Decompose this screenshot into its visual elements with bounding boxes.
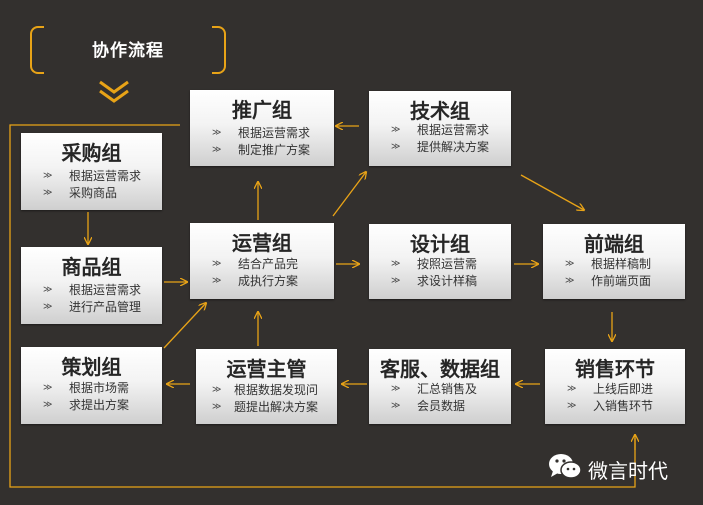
ops-manager-line-2: 题提出解决方案 — [234, 400, 319, 414]
header-bracket-left — [30, 26, 44, 74]
purchase-group-line-2: 采购商品 — [69, 186, 118, 200]
loop-connector — [9, 124, 636, 488]
design-group-title: 设计组 — [410, 232, 470, 256]
design-group-line-2: 求设计样稿 — [417, 274, 478, 288]
promotion-group-title: 推广组 — [232, 98, 292, 122]
bullet-marker: ≫ — [391, 259, 400, 269]
goods-group-title: 商品组 — [61, 255, 122, 279]
goods-group-line-1: 根据运营需求 — [69, 283, 142, 297]
service-data-group-line-1: 汇总销售及 — [417, 382, 478, 396]
tech-group-line-1: 根据运营需求 — [417, 123, 490, 137]
purchase-group-title: 采购组 — [61, 141, 122, 165]
design-group-line-1: 按照运营需 — [417, 257, 478, 271]
planning-group-title: 策划组 — [61, 355, 122, 379]
service-data-group-title: 客服、数据组 — [380, 357, 500, 381]
bullet-marker: ≫ — [391, 384, 400, 394]
bullet-marker: ≫ — [212, 276, 221, 286]
header-bracket-right — [212, 26, 226, 74]
bullet-marker: ≫ — [212, 259, 221, 269]
double-chevron-down-icon — [99, 80, 129, 103]
frontend-group-line-2: 作前端页面 — [591, 274, 652, 288]
ops-manager-box: 运营主管 ≫ ≫ 根据数据发现问 题提出解决方案 — [196, 349, 337, 424]
sales-stage-box: 销售环节 ≫ ≫ 上线后即进 入销售环节 — [545, 349, 685, 424]
operations-group-line-1: 结合产品完 — [238, 257, 299, 271]
planning-group-line-1: 根据市场需 — [69, 381, 130, 395]
wechat-icon — [549, 454, 582, 479]
bullet-marker: ≫ — [43, 400, 52, 410]
watermark-text: 微言时代 — [588, 459, 668, 483]
goods-group-line-2: 进行产品管理 — [69, 300, 142, 314]
bullet-marker: ≫ — [212, 385, 221, 395]
bullet-marker: ≫ — [565, 276, 574, 286]
sales-stage-line-2: 入销售环节 — [593, 399, 654, 413]
header-title: 协作流程 — [92, 41, 164, 61]
operations-group-line-2: 成执行方案 — [238, 274, 299, 288]
operations-group-box: 运营组 ≫ ≫ 结合产品完 成执行方案 — [190, 223, 334, 299]
ops-manager-title: 运营主管 — [226, 357, 307, 381]
flow-header: 协作流程 — [30, 26, 226, 74]
bullet-marker: ≫ — [212, 402, 221, 412]
planning-group-line-2: 求提出方案 — [69, 398, 130, 412]
tech-group-box: 技术组 ≫ ≫ 根据运营需求 提供解决方案 — [369, 91, 511, 166]
sales-stage-title: 销售环节 — [575, 357, 655, 381]
bullet-marker: ≫ — [43, 171, 52, 181]
bullet-marker: ≫ — [43, 302, 52, 312]
bullet-marker: ≫ — [567, 384, 576, 394]
operations-group-title: 运营组 — [232, 231, 292, 255]
bullet-marker: ≫ — [43, 188, 52, 198]
purchase-group-box: 采购组 ≫ ≫ 根据运营需求 采购商品 — [21, 133, 162, 210]
frontend-group-title: 前端组 — [584, 232, 644, 256]
bullet-marker: ≫ — [212, 145, 221, 155]
bullet-marker: ≫ — [567, 401, 576, 411]
watermark: 微言时代 — [548, 452, 698, 483]
service-data-group-line-2: 会员数据 — [417, 399, 466, 413]
arrow-operations-tech — [332, 172, 366, 217]
arrow-planning-operations — [163, 303, 206, 349]
goods-group-box: 商品组 ≫ ≫ 根据运营需求 进行产品管理 — [21, 247, 162, 324]
purchase-group-line-1: 根据运营需求 — [69, 169, 142, 183]
bullet-marker: ≫ — [565, 259, 574, 269]
tech-group-line-2: 提供解决方案 — [417, 140, 490, 154]
planning-group-box: 策划组 ≫ ≫ 根据市场需 求提出方案 — [21, 347, 162, 424]
bullet-marker: ≫ — [391, 276, 400, 286]
design-group-box: 设计组 ≫ ≫ 按照运营需 求设计样稿 — [369, 224, 511, 299]
bullet-marker: ≫ — [43, 285, 52, 295]
bullet-marker: ≫ — [391, 401, 400, 411]
frontend-group-line-1: 根据样稿制 — [591, 257, 652, 271]
tech-group-title: 技术组 — [410, 99, 470, 123]
promotion-group-box: 推广组 ≫ ≫ 根据运营需求 制定推广方案 — [190, 90, 334, 166]
ops-manager-line-1: 根据数据发现问 — [234, 383, 319, 397]
bullet-marker: ≫ — [43, 383, 52, 393]
service-data-group-box: 客服、数据组 ≫ ≫ 汇总销售及 会员数据 — [369, 349, 511, 424]
promotion-group-line-2: 制定推广方案 — [238, 143, 311, 157]
promotion-group-line-1: 根据运营需求 — [238, 126, 311, 140]
arrow-tech-frontend — [520, 174, 584, 210]
frontend-group-box: 前端组 ≫ ≫ 根据样稿制 作前端页面 — [543, 224, 685, 299]
bullet-marker: ≫ — [391, 125, 400, 135]
bullet-marker: ≫ — [212, 128, 221, 138]
sales-stage-line-1: 上线后即进 — [593, 382, 654, 396]
bullet-marker: ≫ — [391, 142, 400, 152]
